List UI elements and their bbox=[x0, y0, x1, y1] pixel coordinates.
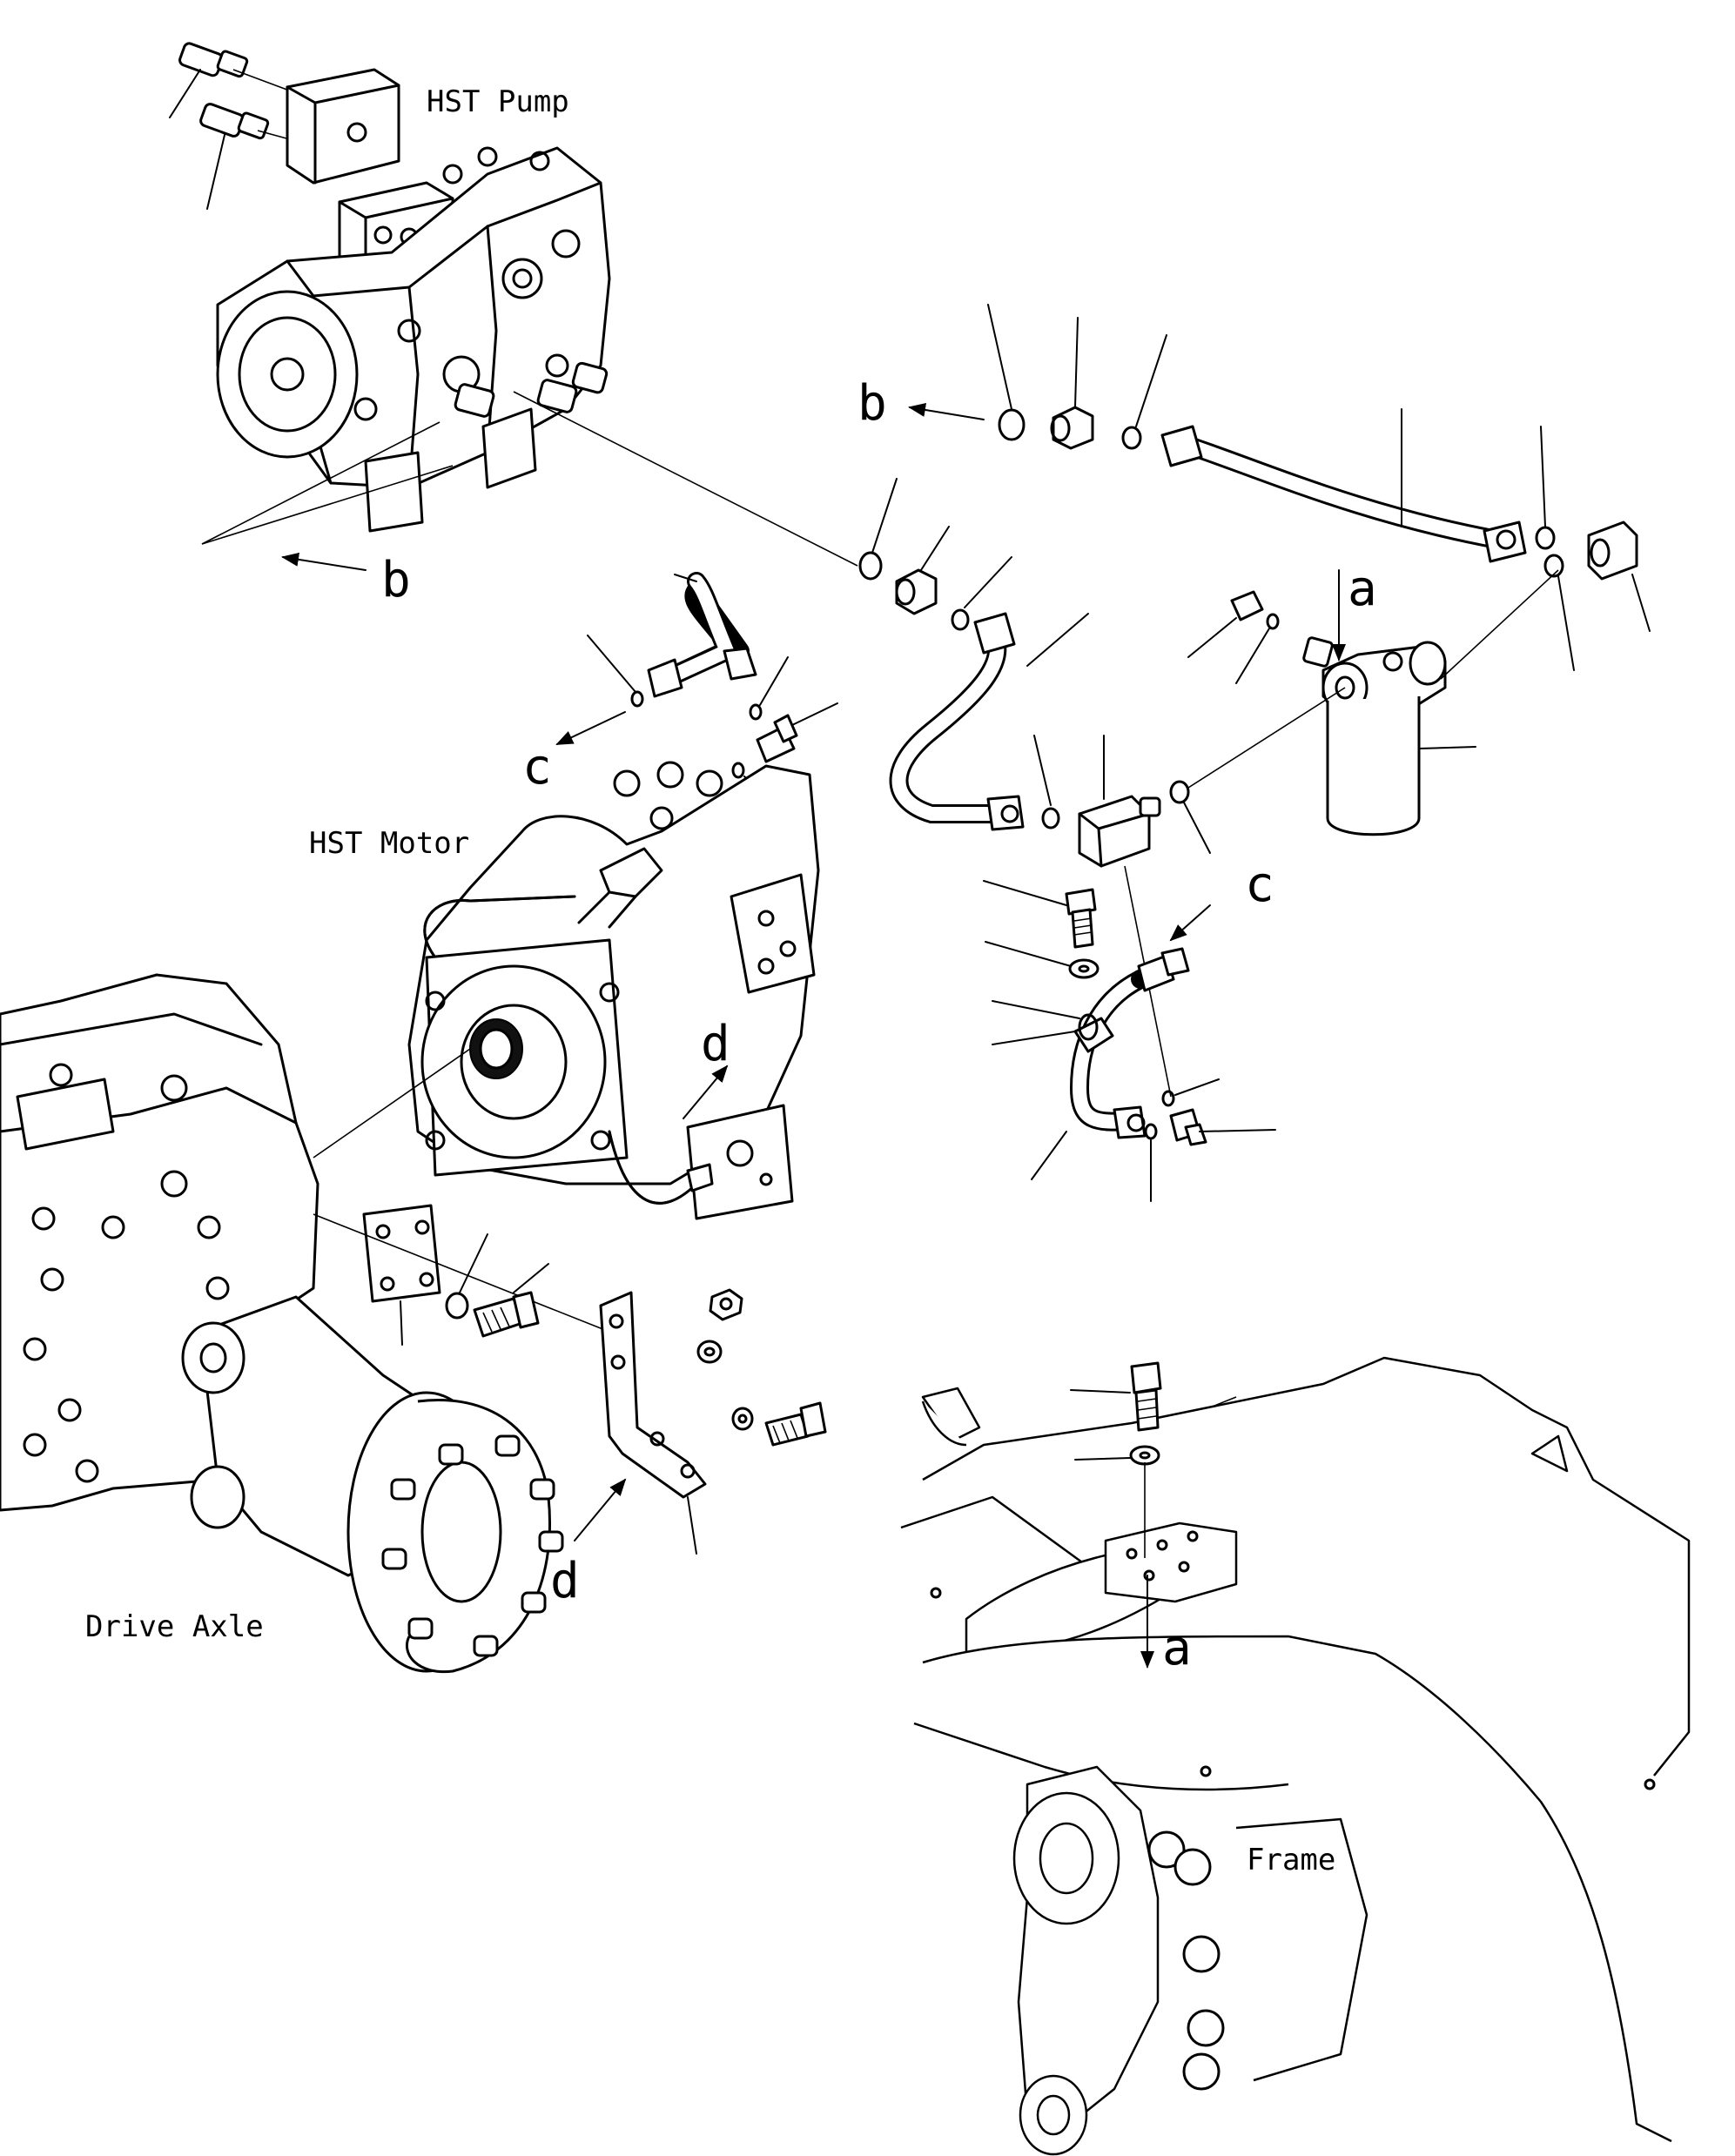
wheel-studs bbox=[381, 1434, 564, 1657]
oring-c-hose-right[interactable] bbox=[749, 656, 789, 721]
frame-bolts bbox=[1147, 1830, 1225, 2091]
hst-motor-label: HST Motor bbox=[309, 826, 469, 861]
adapter-fitting-right[interactable] bbox=[1587, 521, 1651, 632]
pressure-switch-2[interactable] bbox=[199, 103, 270, 210]
distribution-block[interactable] bbox=[1078, 735, 1161, 868]
oring-lower-bottom[interactable] bbox=[1144, 1123, 1158, 1202]
hose-clamp[interactable] bbox=[992, 1000, 1114, 1053]
ref-label-b-lower: b bbox=[381, 552, 411, 608]
oring-mid-1[interactable] bbox=[858, 478, 898, 581]
hst-pump-label: HST Pump bbox=[427, 84, 569, 119]
frame bbox=[900, 1356, 1691, 2156]
frame-label: Frame bbox=[1247, 1843, 1335, 1877]
pressure-switch-1[interactable] bbox=[169, 42, 249, 118]
mounting-bracket[interactable] bbox=[599, 1291, 707, 1555]
ref-label-a-lower: a bbox=[1162, 1620, 1192, 1676]
upper-hose[interactable] bbox=[1160, 408, 1527, 563]
oring-block-left[interactable] bbox=[1033, 735, 1060, 829]
nut-bracket[interactable] bbox=[709, 1288, 743, 1321]
washer-bracket-2[interactable] bbox=[696, 1340, 723, 1364]
oring-mid-2[interactable] bbox=[951, 556, 1012, 631]
drive-axle-label: Drive Axle bbox=[85, 1609, 264, 1644]
elbow-fitting-lower[interactable] bbox=[1169, 1108, 1276, 1146]
bolt-bracket-2[interactable] bbox=[764, 1401, 827, 1447]
bolt-bracket[interactable] bbox=[473, 1263, 549, 1338]
oring-lower-top[interactable] bbox=[1161, 1078, 1220, 1107]
oring-top-1[interactable] bbox=[987, 304, 1026, 441]
mount-bolt-upper[interactable] bbox=[983, 880, 1097, 949]
union-fitting-top[interactable] bbox=[1050, 317, 1094, 450]
hst-pump bbox=[169, 42, 858, 567]
oring-right-2[interactable] bbox=[1543, 554, 1575, 671]
lower-hose[interactable] bbox=[1031, 947, 1190, 1180]
drive-axle bbox=[0, 973, 564, 1674]
union-fitting-mid[interactable] bbox=[895, 526, 950, 615]
middle-hose[interactable] bbox=[889, 612, 1089, 831]
ref-label-d-lower: d bbox=[550, 1553, 580, 1609]
ref-label-c-right: c bbox=[1245, 856, 1274, 913]
spacer-plate[interactable] bbox=[362, 1204, 441, 1346]
frame-mount-bolt[interactable] bbox=[1070, 1361, 1162, 1432]
oring-top-2[interactable] bbox=[1121, 334, 1167, 450]
ref-label-b-upper: b bbox=[857, 375, 887, 432]
washer-bracket[interactable] bbox=[445, 1233, 488, 1320]
oring-right-1[interactable] bbox=[1535, 426, 1556, 550]
small-hose-c[interactable] bbox=[647, 572, 757, 698]
hst-motor bbox=[313, 761, 820, 1220]
oring-block-right[interactable] bbox=[1169, 780, 1211, 854]
oil-filter[interactable] bbox=[1187, 569, 1559, 836]
washer-upper[interactable] bbox=[985, 941, 1100, 979]
elbow-fitting-c[interactable] bbox=[756, 702, 838, 763]
oring-c-hose-left[interactable] bbox=[587, 635, 644, 708]
washer-bracket-3[interactable] bbox=[731, 1407, 754, 1431]
ref-label-d-upper: d bbox=[701, 1016, 730, 1072]
filter-plug-fitting[interactable] bbox=[1187, 590, 1264, 658]
ref-label-c-left: c bbox=[522, 739, 552, 796]
ref-label-a-upper: a bbox=[1348, 561, 1377, 617]
oring-filter-plug[interactable] bbox=[1235, 613, 1280, 684]
